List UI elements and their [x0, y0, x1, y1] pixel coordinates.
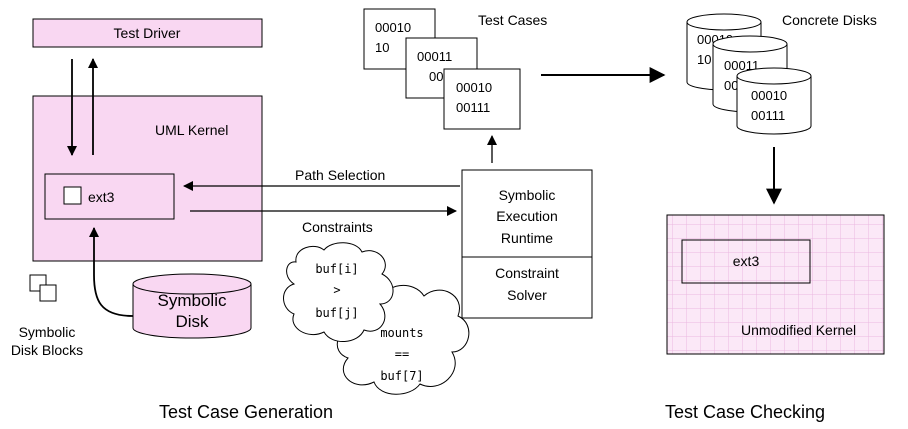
ext3-box-left: ext3 [44, 173, 175, 220]
symbolic-disk-blocks-label-1: Symbolic [19, 324, 76, 340]
disk-to-ext3-arrow [89, 227, 134, 317]
cloud1-line-2: > [333, 283, 340, 297]
solver-label-1: Constraint [495, 265, 559, 281]
test-cases-label: Test Cases [478, 12, 547, 28]
symbolic-disk-label-2: Disk [175, 312, 209, 331]
caption-left: Test Case Generation [159, 402, 333, 422]
card2-line-1: 00011 [417, 49, 452, 64]
runtime-solver-box: Symbolic Execution Runtime Constraint So… [461, 169, 593, 319]
disk2-line-2: 00 [724, 78, 738, 93]
symbolic-disk-blocks-label-2: Disk Blocks [11, 342, 83, 358]
caption-right: Test Case Checking [665, 402, 825, 422]
disk3-line-1: 00010 [751, 88, 787, 103]
path-selection-label: Path Selection [295, 167, 385, 183]
constraint-cloud-1: buf[i] > buf[j] [283, 242, 394, 342]
runtime-label-2: Execution [496, 208, 557, 224]
disk2-line-1: 00011 [724, 58, 759, 73]
test-driver-box: Test Driver [32, 18, 263, 48]
cloud2-line-2: == [395, 347, 409, 361]
runtime-label-3: Runtime [501, 230, 553, 246]
runtime-label-1: Symbolic [499, 187, 556, 203]
uml-kernel-box: UML Kernel [32, 95, 263, 262]
ext3-box-right [681, 239, 811, 284]
disk-blocks-icon [29, 274, 57, 302]
symbolic-disk-label-1: Symbolic [158, 291, 227, 310]
unmodified-kernel-box: ext3 Unmodified Kernel [666, 214, 885, 355]
card1-line-1: 00010 [375, 20, 411, 35]
disk3-line-2: 00111 [751, 108, 785, 123]
symbolic-disk-cylinder: Symbolic Disk [132, 273, 252, 339]
cloud2-line-3: buf[7] [380, 369, 423, 383]
solver-label-2: Solver [507, 287, 547, 303]
card1-line-2: 10 [375, 40, 389, 55]
unmodified-kernel-label: Unmodified Kernel [741, 322, 856, 338]
cloud1-line-1: buf[i] [315, 262, 358, 276]
constraints-label: Constraints [302, 219, 373, 235]
card3-line-1: 00010 [456, 80, 492, 95]
uml-kernel-label: UML Kernel [155, 122, 228, 138]
concrete-disk-3: 00010 00111 [736, 67, 812, 135]
ext3-square-icon [63, 186, 82, 205]
test-driver-label: Test Driver [114, 25, 181, 41]
cloud2-line-1: mounts [380, 326, 423, 340]
ext3-label-right: ext3 [733, 253, 760, 269]
ext3-label-left: ext3 [88, 189, 115, 205]
cloud1-line-3: buf[j] [315, 306, 358, 320]
card3-line-2: 00111 [456, 100, 490, 115]
test-case-card-3: 00010 00111 [443, 68, 521, 130]
disk1-line-2: 10 [697, 52, 711, 67]
card2-line-2: 00 [429, 69, 443, 84]
concrete-disks-label: Concrete Disks [782, 12, 877, 28]
